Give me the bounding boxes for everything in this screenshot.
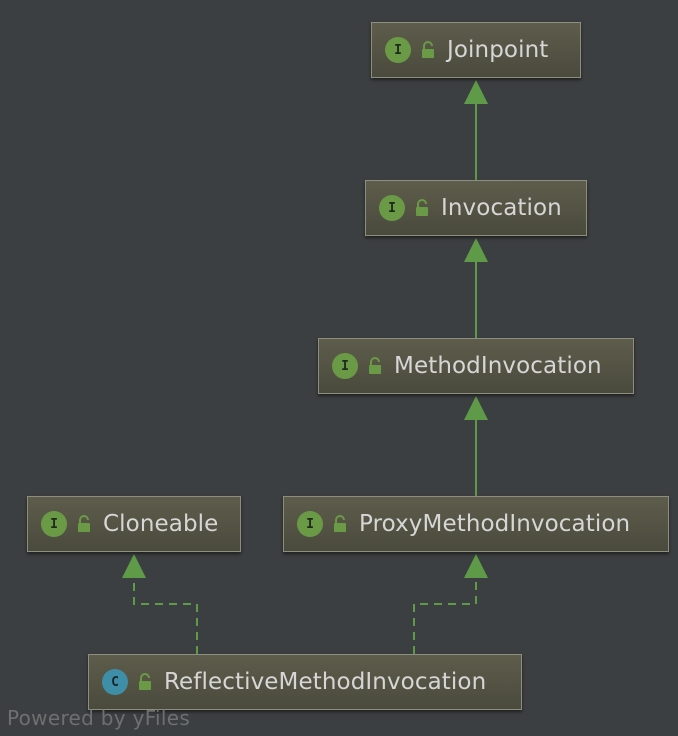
open-lock-icon: [420, 41, 436, 59]
open-lock-icon: [414, 199, 430, 217]
node-reflective-method-invocation[interactable]: C ReflectiveMethodInvocation: [88, 654, 522, 710]
node-label: Cloneable: [103, 511, 219, 537]
powered-by-footer: Powered by yFiles: [7, 706, 191, 730]
node-cloneable[interactable]: I Cloneable: [27, 496, 241, 552]
interface-icon: I: [379, 195, 405, 221]
node-label: MethodInvocation: [394, 353, 602, 379]
open-lock-icon: [367, 357, 383, 375]
interface-icon: I: [41, 511, 67, 537]
node-label: ReflectiveMethodInvocation: [164, 669, 487, 695]
interface-icon: I: [385, 37, 411, 63]
edge-reflective-to-cloneable: [122, 554, 198, 654]
interface-icon: I: [332, 353, 358, 379]
edge-method-invocation-to-invocation: [464, 238, 488, 338]
node-invocation[interactable]: I Invocation: [365, 180, 587, 236]
class-icon: C: [102, 669, 128, 695]
node-label: Invocation: [441, 195, 562, 221]
node-proxy-method-invocation[interactable]: I ProxyMethodInvocation: [283, 496, 669, 552]
node-label: ProxyMethodInvocation: [359, 511, 631, 537]
edge-reflective-to-proxy: [413, 554, 488, 654]
node-label: Joinpoint: [447, 37, 549, 63]
open-lock-icon: [76, 515, 92, 533]
node-method-invocation[interactable]: I MethodInvocation: [318, 338, 634, 394]
edge-proxy-to-method-invocation: [464, 396, 488, 496]
interface-icon: I: [297, 511, 323, 537]
node-joinpoint[interactable]: I Joinpoint: [371, 22, 581, 78]
edge-invocation-to-joinpoint: [464, 80, 488, 180]
open-lock-icon: [137, 673, 153, 691]
open-lock-icon: [332, 515, 348, 533]
